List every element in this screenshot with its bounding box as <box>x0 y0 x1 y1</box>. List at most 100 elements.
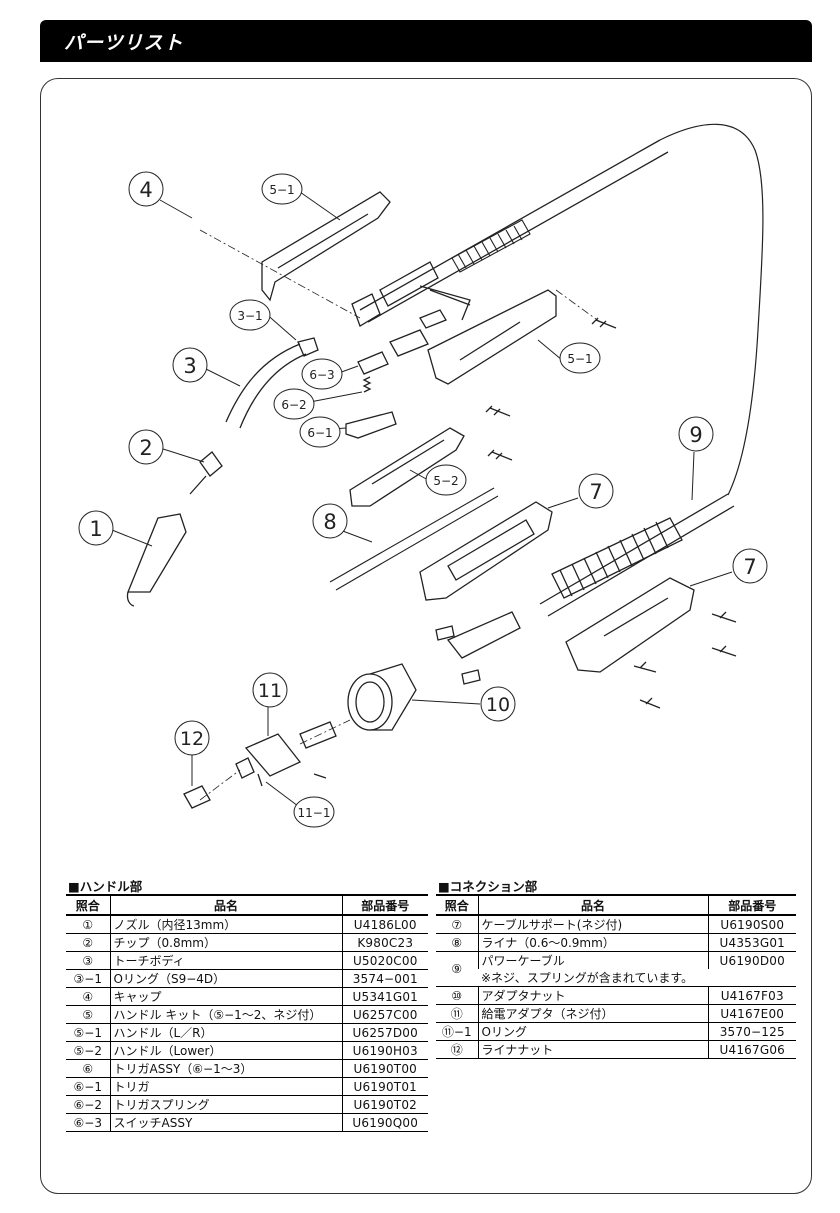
part-name: トリガスプリング <box>109 1095 342 1114</box>
col-header-code: 部品番号 <box>341 894 428 916</box>
part-name: ノズル（内径13mm） <box>109 915 342 934</box>
callout-label: 5−2 <box>433 474 458 488</box>
part-name: ハンドル キット（⑤−1〜2、ネジ付） <box>109 1005 342 1024</box>
part-name: Oリング（S9−4D） <box>109 969 342 988</box>
callout-label: 2 <box>139 436 152 460</box>
part-name: ライナナット <box>477 1040 708 1059</box>
callout-label: 11 <box>258 680 282 702</box>
part-no: ① <box>66 915 110 934</box>
part-no: ⑥ <box>66 1059 110 1078</box>
callout-label: 6−3 <box>309 368 334 382</box>
part-code: U6257D00 <box>341 1023 428 1042</box>
part-no: ③ <box>66 951 110 970</box>
part-no: ⑩ <box>436 986 478 1005</box>
part-code: U6190S00 <box>707 915 796 934</box>
part-code: U6190Q00 <box>341 1113 428 1132</box>
part-no: ⑤−1 <box>66 1023 110 1042</box>
content-frame <box>40 78 812 1194</box>
table-header-row: 照合 品名 部品番号 <box>436 894 796 916</box>
callout-label: 1 <box>89 517 102 541</box>
part-name: チップ（0.8mm） <box>109 933 342 952</box>
callout-label: 9 <box>689 423 702 447</box>
callout-label: 6−1 <box>307 426 332 440</box>
part-code: 3570−125 <box>707 1022 796 1041</box>
connection-section-label: ■コネクション部 <box>438 879 538 894</box>
part-name: スイッチASSY <box>109 1113 342 1132</box>
table-header-row: 照合 品名 部品番号 <box>66 894 428 916</box>
part-no: ⑪−1 <box>436 1022 478 1041</box>
part-no: ④ <box>66 987 110 1006</box>
col-header-no: 照合 <box>66 894 110 916</box>
part-code: U6190T01 <box>341 1077 428 1096</box>
part-no: ③−1 <box>66 969 110 988</box>
part-code: U4167E00 <box>707 1004 796 1023</box>
part-code: U6190T00 <box>341 1059 428 1078</box>
part-name: トリガ <box>109 1077 342 1096</box>
part-code: U4167G06 <box>707 1040 796 1059</box>
part-no: ⑦ <box>436 915 478 934</box>
part-code: U5341G01 <box>341 987 428 1006</box>
col-header-name: 品名 <box>109 894 342 916</box>
part-name: ケーブルサポート(ネジ付) <box>477 915 708 934</box>
part-code: U4186L00 <box>341 915 428 934</box>
part-name: ハンドル（L／R） <box>109 1023 342 1042</box>
part-no: ⑤−2 <box>66 1041 110 1060</box>
part-name: キャップ <box>109 987 342 1006</box>
callout-label: 11−1 <box>298 806 331 820</box>
part-code: 3574−001 <box>341 969 428 988</box>
col-header-code: 部品番号 <box>707 894 796 916</box>
part-code: U6257C00 <box>341 1005 428 1024</box>
callout-label: 5−1 <box>269 183 294 197</box>
part-code: U5020C00 <box>341 951 428 970</box>
callout-label: 8 <box>323 510 336 534</box>
callout-label: 6−2 <box>281 398 306 412</box>
page-title: パーツリスト <box>64 32 184 54</box>
part-name: トーチボディ <box>109 951 342 970</box>
part-name: ライナ（0.6〜0.9mm） <box>477 933 708 952</box>
part-code: K980C23 <box>341 933 428 952</box>
callout-label: 3−1 <box>237 309 262 323</box>
part-name: パワーケーブル <box>477 951 708 969</box>
part-no: ⑥−3 <box>66 1113 110 1132</box>
handle-section-label: ■ハンドル部 <box>68 879 143 894</box>
part-code: U4167F03 <box>707 986 796 1005</box>
part-no: ⑧ <box>436 933 478 952</box>
part-no: ⑪ <box>436 1004 478 1023</box>
part-code: U6190D00 <box>707 951 796 969</box>
part-name: 給電アダプタ（ネジ付） <box>477 1004 708 1023</box>
page-header: パーツリスト <box>40 20 812 62</box>
callout-label: 12 <box>180 728 204 750</box>
part-no: ⑤ <box>66 1005 110 1024</box>
part-no: ⑫ <box>436 1040 478 1059</box>
callout-label: 7 <box>589 480 602 504</box>
part-code: U4353G01 <box>707 933 796 952</box>
table-row-note: ※ネジ、スプリングが含まれています。 <box>436 969 796 987</box>
callout-label: 4 <box>139 178 152 202</box>
part-no: ⑥−2 <box>66 1095 110 1114</box>
callout-label: 7 <box>743 555 756 579</box>
part-code: U6190H03 <box>341 1041 428 1060</box>
col-header-no: 照合 <box>436 894 478 916</box>
callout-label: 10 <box>486 694 510 716</box>
col-header-name: 品名 <box>477 894 708 916</box>
part-name: ハンドル（Lower） <box>109 1041 342 1060</box>
